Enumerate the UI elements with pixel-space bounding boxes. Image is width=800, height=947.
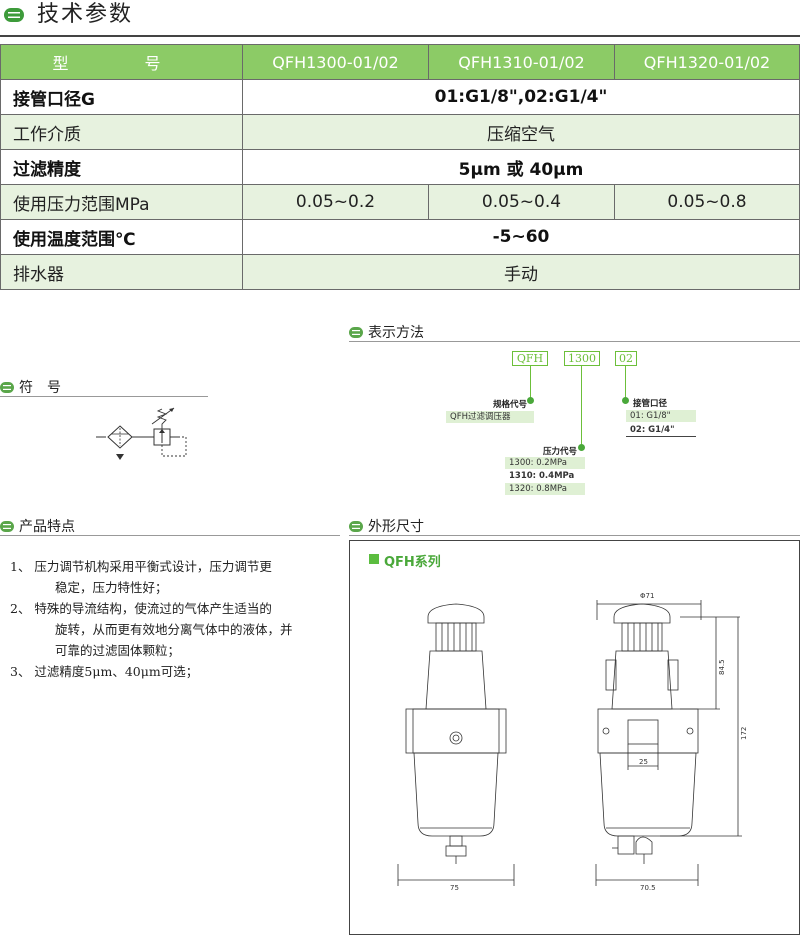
code-pressure: 1300 [564, 351, 600, 366]
spec-table: 型 号 QFH1300-01/02 QFH1310-01/02 QFH1320-… [0, 44, 800, 290]
features-section-title: 产品特点 [0, 516, 75, 536]
row-value: -5~60 [242, 219, 800, 255]
header-divider [0, 35, 800, 37]
table-row: 使用温度范围℃ -5~60 [0, 219, 800, 255]
page-title: 技术参数 [37, 2, 134, 27]
model-header: 型 号 [0, 44, 243, 80]
section-logo-icon [349, 327, 363, 338]
connector [625, 365, 626, 401]
row-value: 0.05~0.4 [428, 184, 615, 220]
symbol-divider [0, 396, 208, 397]
pressure-option: 1310: 0.4MPa [509, 471, 575, 481]
features-divider [0, 535, 340, 536]
spec-code-desc: QFH过滤调压器 [446, 411, 534, 423]
dim-h-total: 172 [740, 727, 748, 740]
feature-item-cont: 旋转，从而更有效地分离气体中的液体，并 [55, 622, 293, 637]
pressure-option: 1320: 0.8MPa [505, 483, 585, 495]
symbol-section-title: 符 号 [0, 377, 61, 397]
connector-dot [527, 397, 534, 404]
dimensions-section-title: 外形尺寸 [349, 516, 424, 536]
model-qfh1310: QFH1310-01/02 [428, 44, 615, 80]
spec-code-label: 规格代号 [492, 400, 527, 410]
row-value: 5μm 或 40μm [242, 149, 800, 185]
series-label: QFH系列 [384, 555, 441, 570]
row-label: 工作介质 [0, 114, 243, 150]
dim-w-left: 75 [450, 884, 459, 892]
table-row: 使用压力范围MPa 0.05~0.2 0.05~0.4 0.05~0.8 [0, 184, 800, 220]
model-qfh1300: QFH1300-01/02 [242, 44, 429, 80]
row-value: 0.05~0.8 [614, 184, 800, 220]
row-value: 手动 [242, 254, 800, 290]
code-series: QFH [512, 351, 548, 366]
section-logo-icon [0, 382, 14, 393]
section-logo-icon [349, 521, 363, 532]
filter-regulator-symbol [96, 407, 187, 460]
features-list: 1、 压力调节机构采用平衡式设计，压力调节更 稳定，压力特性好； 2、 特殊的导… [10, 556, 345, 682]
dim-w-right: 70.5 [640, 884, 656, 892]
row-value: 压缩空气 [242, 114, 800, 150]
port-code-label: 接管口径 [633, 399, 668, 409]
connector-dot [622, 397, 629, 404]
row-label: 排水器 [0, 254, 243, 290]
notation-section-title: 表示方法 [349, 322, 424, 342]
green-square-icon [369, 554, 379, 564]
feature-item: 2、 特殊的导流结构，使流过的气体产生适当的 [10, 601, 272, 616]
port-option: 01: G1/8" [626, 410, 696, 422]
row-label: 接管口径G [0, 79, 243, 115]
table-row: 工作介质 压缩空气 [0, 114, 800, 150]
row-value: 0.05~0.2 [242, 184, 429, 220]
dimensions-divider [349, 535, 800, 536]
row-value: 01:G1/8",02:G1/4" [242, 79, 800, 115]
row-label: 使用压力范围MPa [0, 184, 243, 220]
row-label: 过滤精度 [0, 149, 243, 185]
section-logo-icon [4, 8, 24, 22]
dim-h-upper: 84.5 [718, 659, 726, 675]
table-row: 过滤精度 5μm 或 40μm [0, 149, 800, 185]
feature-item-cont: 稳定，压力特性好； [55, 580, 168, 595]
section-logo-icon [0, 521, 14, 532]
dim-w-port: 25 [639, 758, 648, 766]
feature-item-cont: 可靠的过滤固体颗粒； [55, 643, 181, 658]
pressure-code-label: 压力代号 [542, 447, 577, 457]
table-row: 排水器 手动 [0, 254, 800, 290]
model-qfh1320: QFH1320-01/02 [614, 44, 800, 80]
dim-d-top: Φ71 [640, 592, 654, 600]
feature-item: 3、 过滤精度5μm、40μm可选； [10, 664, 199, 679]
connector-dot [578, 444, 585, 451]
row-label: 使用温度范围℃ [0, 219, 243, 255]
port-option: 02: G1/4" [626, 424, 696, 437]
connector [581, 365, 582, 447]
pressure-option: 1300: 0.2MPa [505, 457, 585, 469]
connector [530, 365, 531, 401]
code-port: 02 [615, 351, 637, 366]
feature-item: 1、 压力调节机构采用平衡式设计，压力调节更 [10, 559, 272, 574]
table-header-row: 型 号 QFH1300-01/02 QFH1310-01/02 QFH1320-… [0, 44, 800, 80]
notation-divider [349, 341, 800, 342]
table-row: 接管口径G 01:G1/8",02:G1/4" [0, 79, 800, 115]
dimension-drawing: Φ71 84.5 172 25 75 70.5 [397, 592, 748, 892]
